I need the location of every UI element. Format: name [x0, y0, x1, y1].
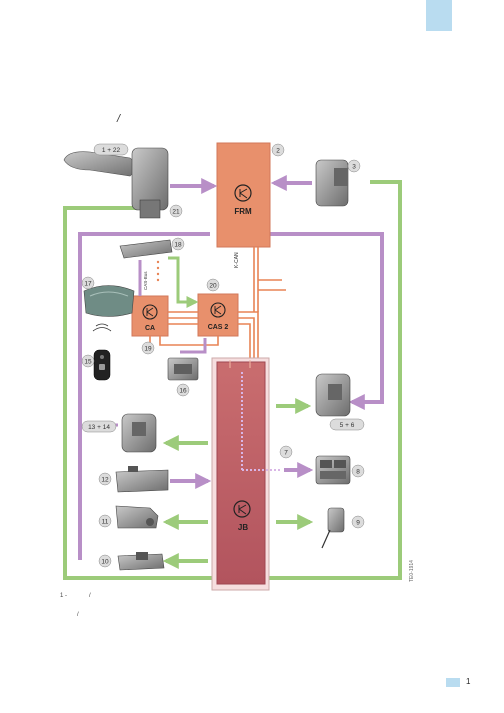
- steering-column-switch: [63, 147, 169, 219]
- svg-text:13 + 14: 13 + 14: [88, 424, 110, 431]
- door-lock-3: [315, 159, 349, 207]
- badge-18: 18: [171, 237, 185, 251]
- badge-9: 9: [351, 515, 365, 529]
- heading-slash: /: [117, 113, 121, 125]
- badge-5-6: 5 + 6: [329, 418, 365, 431]
- badge-3: 3: [347, 159, 361, 173]
- svg-text:17: 17: [84, 281, 92, 288]
- section-tab: [426, 0, 452, 31]
- jb-label: JB: [238, 523, 248, 532]
- svg-text:8: 8: [356, 469, 360, 476]
- svg-text:21: 21: [172, 209, 180, 216]
- badge-11: 11: [98, 514, 112, 528]
- figure-code: TE0-1914: [409, 560, 415, 582]
- badge-21: 21: [169, 204, 183, 218]
- svg-text:15: 15: [84, 359, 92, 366]
- frm-module: FRM: [216, 142, 271, 248]
- frm-label: FRM: [234, 207, 252, 216]
- badge-20: 20: [206, 278, 220, 292]
- door-lock-13: [121, 413, 157, 453]
- caption-line1: 1 -: [60, 593, 68, 599]
- switch-block-8: [315, 455, 351, 485]
- badge-19: 19: [141, 341, 155, 355]
- svg-text:2: 2: [276, 148, 280, 155]
- ca-label: CA: [145, 325, 155, 332]
- remote-key-15: [92, 323, 112, 381]
- caption-slash2: /: [77, 612, 79, 618]
- ca-module: CA: [131, 295, 169, 337]
- badge-7: 7: [279, 445, 293, 459]
- cas2-module: CAS 2: [197, 293, 239, 337]
- badge-12: 12: [98, 472, 112, 486]
- svg-text:9: 9: [356, 520, 360, 527]
- svg-text:1 + 22: 1 + 22: [102, 147, 121, 154]
- svg-text:18: 18: [174, 242, 182, 249]
- caption-slash1: /: [89, 593, 91, 599]
- svg-text:19: 19: [144, 346, 152, 353]
- svg-text:12: 12: [101, 477, 109, 484]
- cas-bus-label: CAS-Bus: [143, 271, 148, 290]
- svg-text:16: 16: [179, 388, 187, 395]
- page-marker: [446, 678, 460, 687]
- svg-text:3: 3: [352, 164, 356, 171]
- svg-text:20: 20: [209, 283, 217, 290]
- link-18-cas2: [168, 256, 199, 308]
- k-can-label: K-CAN: [234, 252, 240, 268]
- badge-15: 15: [81, 354, 95, 368]
- door-lock-5: [315, 373, 351, 417]
- badge-13-14: 13 + 14: [81, 420, 117, 433]
- badge-2: 2: [271, 143, 285, 157]
- badge-16: 16: [176, 383, 190, 397]
- svg-text:5 + 6: 5 + 6: [340, 422, 355, 429]
- svg-text:7: 7: [284, 450, 288, 457]
- number-badges: 1 + 22 2 3 21 18 17 20 19 15 16 5 + 6 13…: [81, 143, 365, 568]
- page-number: 1: [466, 677, 471, 686]
- badge-8: 8: [351, 464, 365, 478]
- lock-11: [115, 505, 159, 529]
- cas-bus-module-18: [119, 239, 173, 259]
- jb-module: JB: [211, 357, 280, 591]
- link-16-cas2: [180, 338, 207, 354]
- badge-1-22: 1 + 22: [93, 143, 129, 156]
- badge-10: 10: [98, 554, 112, 568]
- badge-17: 17: [81, 276, 95, 290]
- cas2-label: CAS 2: [208, 324, 229, 331]
- windscreen-17: [83, 285, 135, 317]
- svg-text:11: 11: [102, 519, 109, 526]
- handle-12: [115, 466, 169, 493]
- start-button-16: [167, 357, 199, 381]
- motor-10: [117, 552, 165, 571]
- actuator-9: [321, 507, 345, 549]
- svg-text:10: 10: [101, 559, 109, 566]
- outer-frame: [63, 180, 402, 580]
